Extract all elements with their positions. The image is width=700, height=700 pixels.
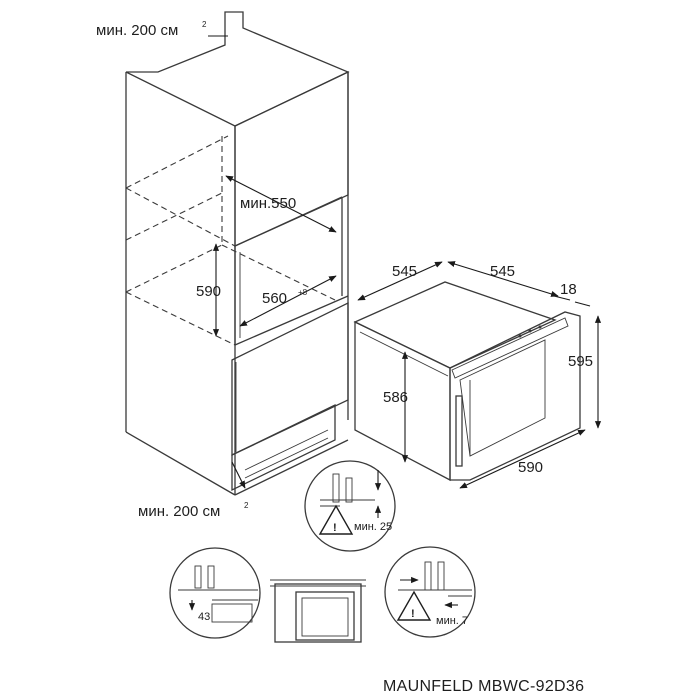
plinth (231, 403, 336, 492)
detail-right: ! мин. 7 (384, 546, 476, 638)
warning-icon (318, 504, 354, 535)
dim-depth-arrow (225, 175, 337, 233)
dim-width-arrow (239, 275, 337, 327)
niche-front-view (270, 579, 366, 643)
vent-top-label: мин. 200 см (96, 22, 178, 39)
cabinet (125, 11, 350, 496)
detail-top: ! мин. 25 (304, 460, 396, 552)
gap-top-label: мин. 25 (354, 521, 392, 533)
model-caption: MAUNFELD MBWC-92D36 (383, 678, 584, 695)
lower-door (231, 301, 349, 457)
vent-top-sup: 2 (202, 20, 207, 29)
warning-icon (396, 590, 432, 621)
depth-right-label: 545 (490, 263, 515, 280)
niche-width-tol: +8 (298, 288, 308, 297)
gap-side-label: 43 (198, 611, 210, 623)
appliance (353, 281, 581, 482)
niche-depth-label: мин.550 (240, 195, 296, 212)
door-handle (455, 395, 463, 467)
door-thickness-label: 18 (560, 281, 577, 298)
front-width-label: 590 (518, 459, 543, 476)
warning-glyph-right: ! (411, 608, 415, 620)
appliance-door (449, 311, 581, 481)
front-height-label: 595 (568, 353, 593, 370)
vent-bottom-label: мин. 200 см (138, 503, 220, 520)
vent-bottom-sup: 2 (244, 501, 249, 510)
gap-right-label: мин. 7 (436, 615, 468, 627)
dim-545-left-arrow (357, 261, 443, 301)
dim-545-right-arrow (447, 261, 559, 297)
vent-bottom-arrow (231, 461, 246, 489)
niche-height-label: 590 (196, 283, 221, 300)
dim-590-arrow (459, 429, 586, 489)
control-panel (451, 317, 569, 379)
niche-width-label: 560 (262, 290, 287, 307)
warning-glyph-top: ! (333, 522, 337, 534)
body-height-label: 586 (383, 389, 408, 406)
detail-left: 43 (169, 547, 261, 639)
appliance-top (353, 281, 557, 369)
depth-left-label: 545 (392, 263, 417, 280)
